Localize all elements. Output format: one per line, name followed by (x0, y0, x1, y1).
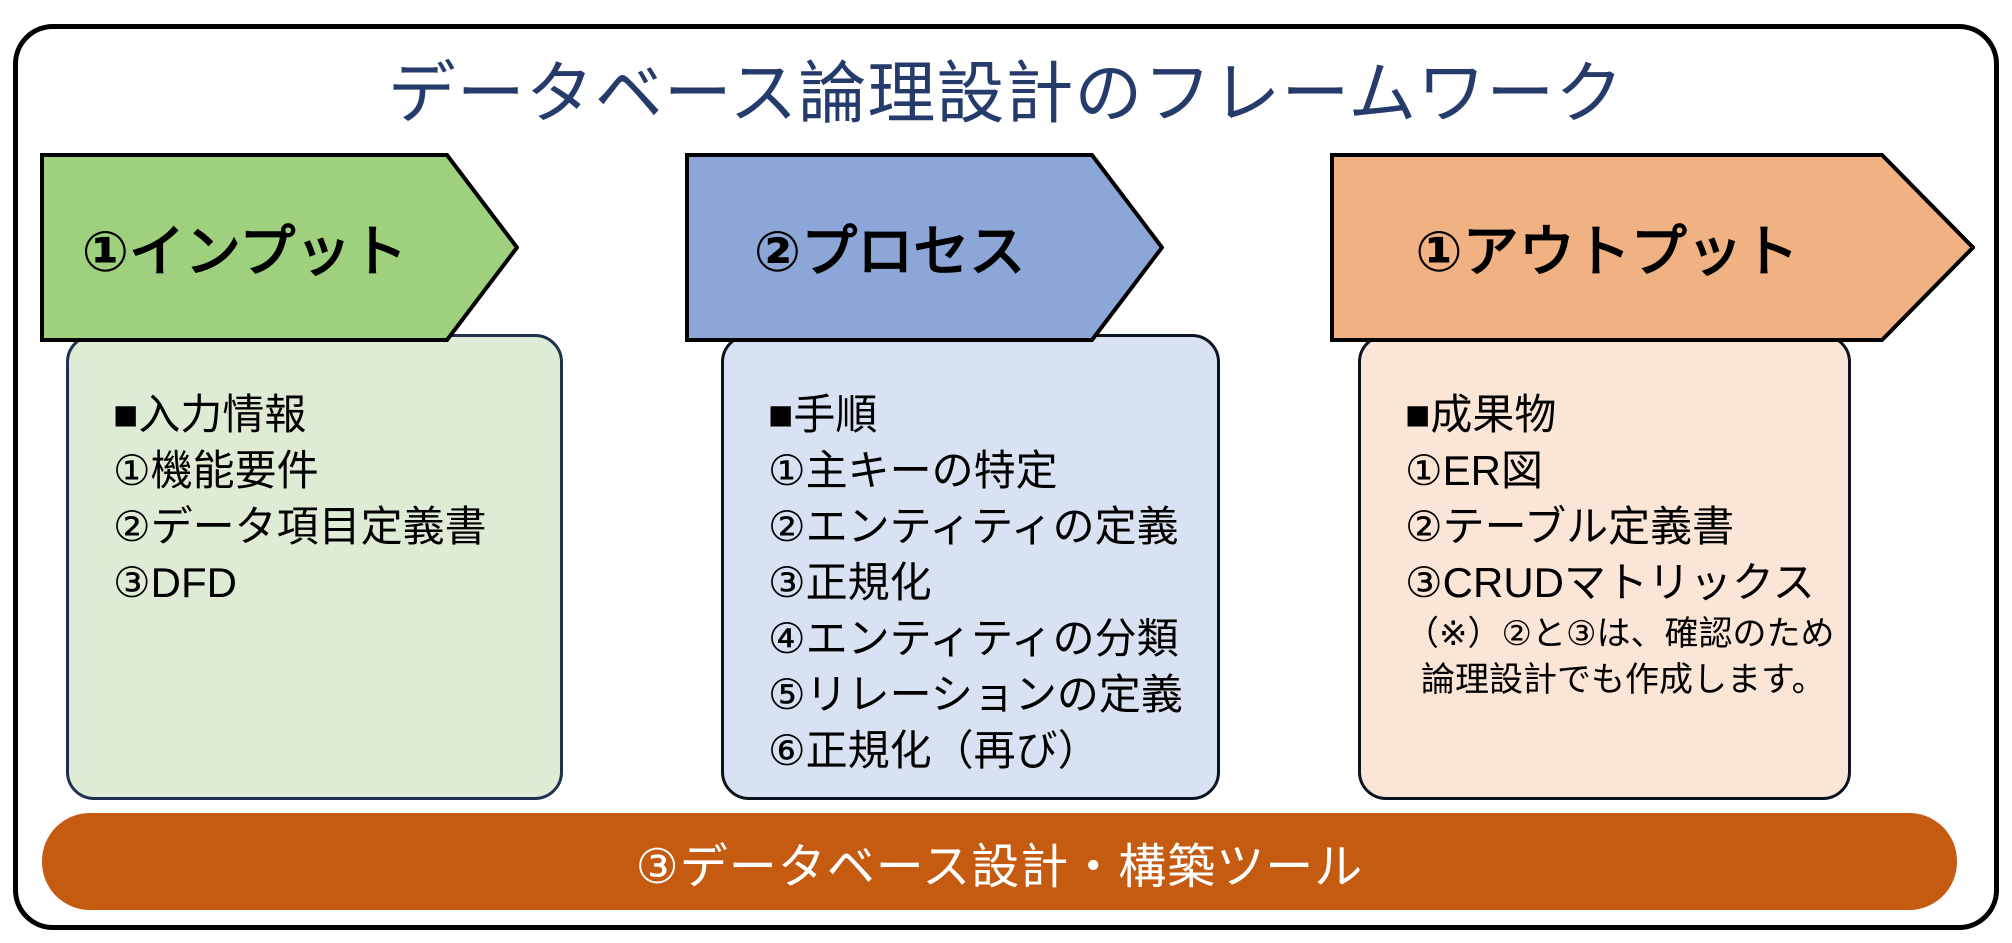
output-box-line: ①ER図 (1405, 447, 1543, 494)
input-stage-label: ①インプット (81, 220, 408, 283)
process-box-line: ③正規化 (768, 559, 932, 606)
output-box-note-line: 論理設計でも作成します。 (1421, 661, 1826, 699)
output-box-note-line: （※）②と③は、確認のため (1405, 615, 1835, 653)
process-box-line: ⑥正規化（再び） (768, 727, 1100, 774)
process-box-line: ④エンティティの分類 (768, 615, 1179, 662)
output-arrow-shape (1330, 153, 1975, 342)
output-box-line: ②テーブル定義書 (1405, 503, 1735, 550)
process-stage-arrow (685, 153, 1164, 342)
input-box: ■入力情報 ①機能要件 ②データ項目定義書 ③DFD (66, 334, 563, 800)
process-arrow-shape (685, 153, 1164, 342)
process-box-line: ①主キーの特定 (768, 447, 1058, 494)
input-box-line: ②データ項目定義書 (113, 503, 487, 550)
output-stage-label: ①アウトプット (1415, 220, 1799, 283)
input-box-line: ■入力情報 (113, 391, 307, 438)
process-box-line: ■手順 (768, 391, 878, 438)
output-stage-arrow (1330, 153, 1975, 342)
input-box-line: ①機能要件 (113, 447, 319, 494)
input-arrow-shape (40, 153, 519, 342)
page-title: データベース論理設計のフレームワーク (387, 56, 1625, 132)
output-box-line: ③CRUDマトリックス (1405, 559, 1815, 606)
input-stage-arrow (40, 153, 519, 342)
process-stage-label: ②プロセス (753, 220, 1026, 283)
input-box-line: ③DFD (113, 559, 237, 606)
output-box: ■成果物 ①ER図 ②テーブル定義書 ③CRUDマトリックス （※）②と③は、確… (1358, 334, 1851, 800)
tools-bar: ③データベース設計・構築ツール (42, 813, 1957, 910)
process-box-line: ⑤リレーションの定義 (768, 671, 1183, 718)
output-box-line: ■成果物 (1405, 391, 1557, 438)
tools-bar-label: ③データベース設計・構築ツール (635, 840, 1364, 894)
process-box-line: ②エンティティの定義 (768, 503, 1179, 550)
process-box: ■手順 ①主キーの特定 ②エンティティの定義 ③正規化 ④エンティティの分類 ⑤… (721, 334, 1220, 800)
